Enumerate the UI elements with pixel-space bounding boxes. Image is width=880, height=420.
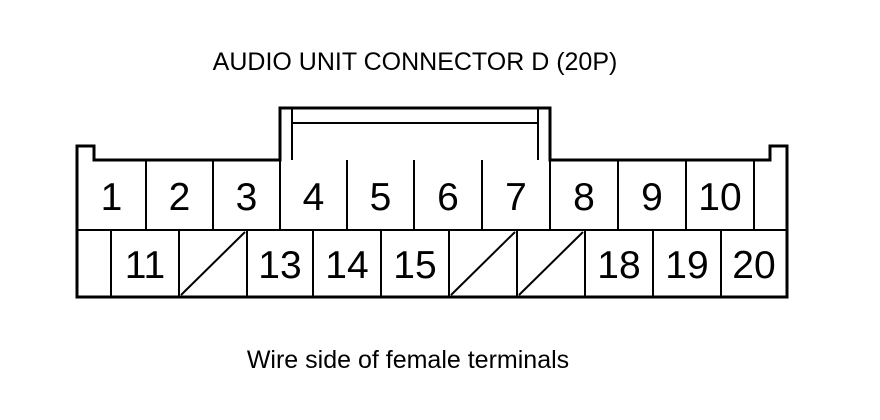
terminal-number: 5 [370, 176, 392, 219]
terminal-number: 1 [101, 176, 123, 219]
terminal-number: 4 [303, 176, 325, 219]
unused-terminal-slash [180, 231, 246, 296]
terminal-number: 19 [665, 244, 708, 287]
connector-housing-outline [75, 106, 789, 299]
bottom-row: 11 13 14 15 18 19 20 [110, 230, 776, 297]
diagram-title: AUDIO UNIT CONNECTOR D (20P) [213, 48, 618, 76]
terminal-number: 14 [325, 244, 368, 287]
terminal-number: 13 [258, 244, 301, 287]
terminal-number: 8 [573, 176, 595, 219]
terminal-number: 10 [698, 176, 741, 219]
terminal-number: 7 [505, 176, 527, 219]
terminal-number: 20 [732, 244, 775, 287]
terminal-number: 9 [641, 176, 663, 219]
top-row: 1 2 3 4 5 6 7 8 9 10 [101, 160, 755, 230]
terminal-number: 2 [169, 176, 191, 219]
unused-terminal-slash [450, 231, 516, 296]
terminal-number: 11 [125, 244, 166, 287]
unused-terminal-slash [518, 231, 584, 296]
terminal-number: 15 [393, 244, 436, 287]
terminal-number: 18 [597, 244, 640, 287]
lock-tab-inner [291, 108, 539, 160]
terminal-number: 3 [236, 176, 258, 219]
terminal-number: 6 [437, 176, 459, 219]
diagram-caption: Wire side of female terminals [247, 346, 569, 374]
